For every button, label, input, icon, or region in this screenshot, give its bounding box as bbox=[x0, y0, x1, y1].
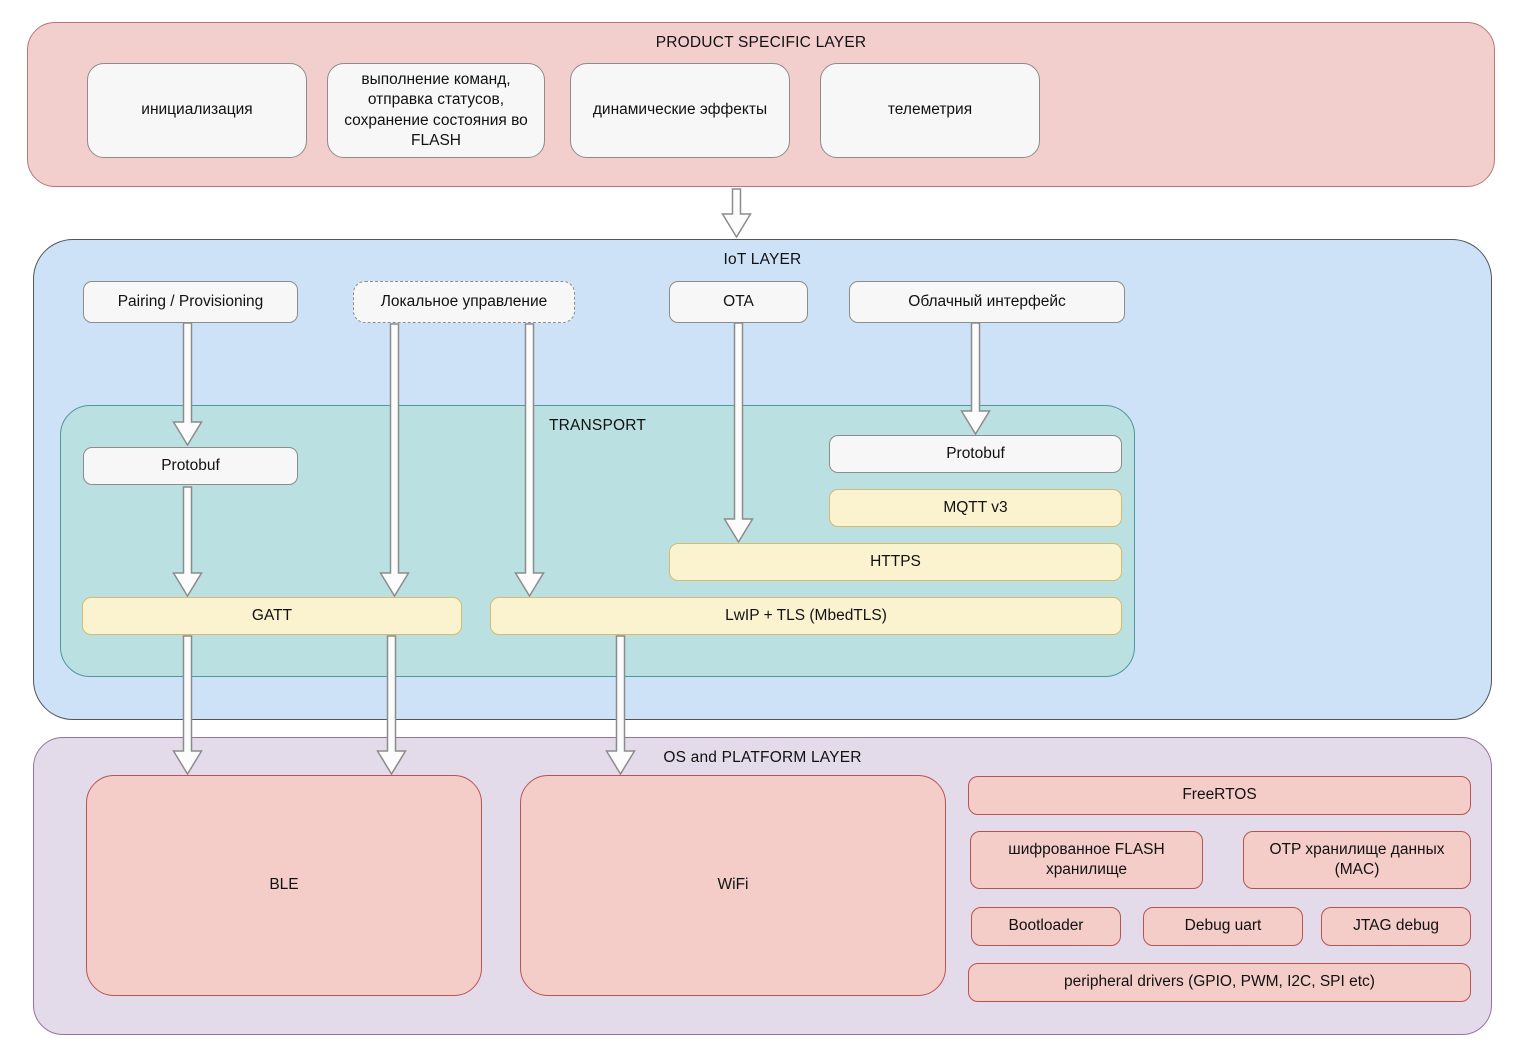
node-pairing-provisioning: Pairing / Provisioning bbox=[83, 281, 298, 323]
node-jtag-debug: JTAG debug bbox=[1321, 907, 1471, 946]
node-otp-storage: OTP хранилище данных (MAC) bbox=[1243, 831, 1471, 889]
node-command-execution: выполнение команд, отправка статусов, со… bbox=[327, 63, 545, 158]
arrow-local-to-lwip bbox=[514, 323, 545, 597]
iot-layer-title: IoT LAYER bbox=[723, 251, 802, 268]
node-ble: BLE bbox=[86, 775, 482, 996]
node-bootloader: Bootloader bbox=[971, 907, 1121, 946]
node-debug-uart: Debug uart bbox=[1143, 907, 1303, 946]
product-layer-title: PRODUCT SPECIFIC LAYER bbox=[655, 34, 867, 51]
arrow-gatt-to-ble-right bbox=[376, 635, 407, 775]
arrow-product-to-iot bbox=[721, 188, 752, 238]
node-lwip-tls: LwIP + TLS (MbedTLS) bbox=[490, 597, 1122, 635]
transport-layer-title: TRANSPORT bbox=[548, 417, 647, 434]
node-gatt: GATT bbox=[82, 597, 462, 635]
node-local-control: Локальное управление bbox=[353, 281, 575, 323]
arrow-pairing-to-protobuf bbox=[172, 322, 203, 446]
node-wifi: WiFi bbox=[520, 775, 946, 996]
arrow-gatt-to-ble-left bbox=[172, 635, 203, 775]
arrow-local-to-gatt bbox=[379, 323, 410, 597]
arrow-ota-to-https bbox=[723, 322, 754, 543]
node-freertos: FreeRTOS bbox=[968, 776, 1471, 815]
node-https: HTTPS bbox=[669, 543, 1122, 581]
node-flash-storage: шифрованное FLASH хранилище bbox=[970, 831, 1203, 889]
node-mqtt: MQTT v3 bbox=[829, 489, 1122, 527]
node-cloud-interface: Облачный интерфейс bbox=[849, 281, 1125, 323]
node-ota: OTA bbox=[669, 281, 808, 323]
node-protobuf-left: Protobuf bbox=[83, 447, 298, 485]
arrow-protobuf-to-gatt bbox=[172, 486, 203, 597]
node-telemetry: телеметрия bbox=[820, 63, 1040, 158]
arrow-lwip-to-wifi bbox=[605, 635, 636, 775]
platform-layer-title: OS and PLATFORM LAYER bbox=[663, 749, 862, 766]
node-dynamic-effects: динамические эффекты bbox=[570, 63, 790, 158]
node-peripheral-drivers: peripheral drivers (GPIO, PWM, I2C, SPI … bbox=[968, 963, 1471, 1002]
arrow-cloud-to-protobuf bbox=[960, 322, 991, 435]
node-initialization: инициализация bbox=[87, 63, 307, 158]
node-protobuf-right: Protobuf bbox=[829, 435, 1122, 473]
